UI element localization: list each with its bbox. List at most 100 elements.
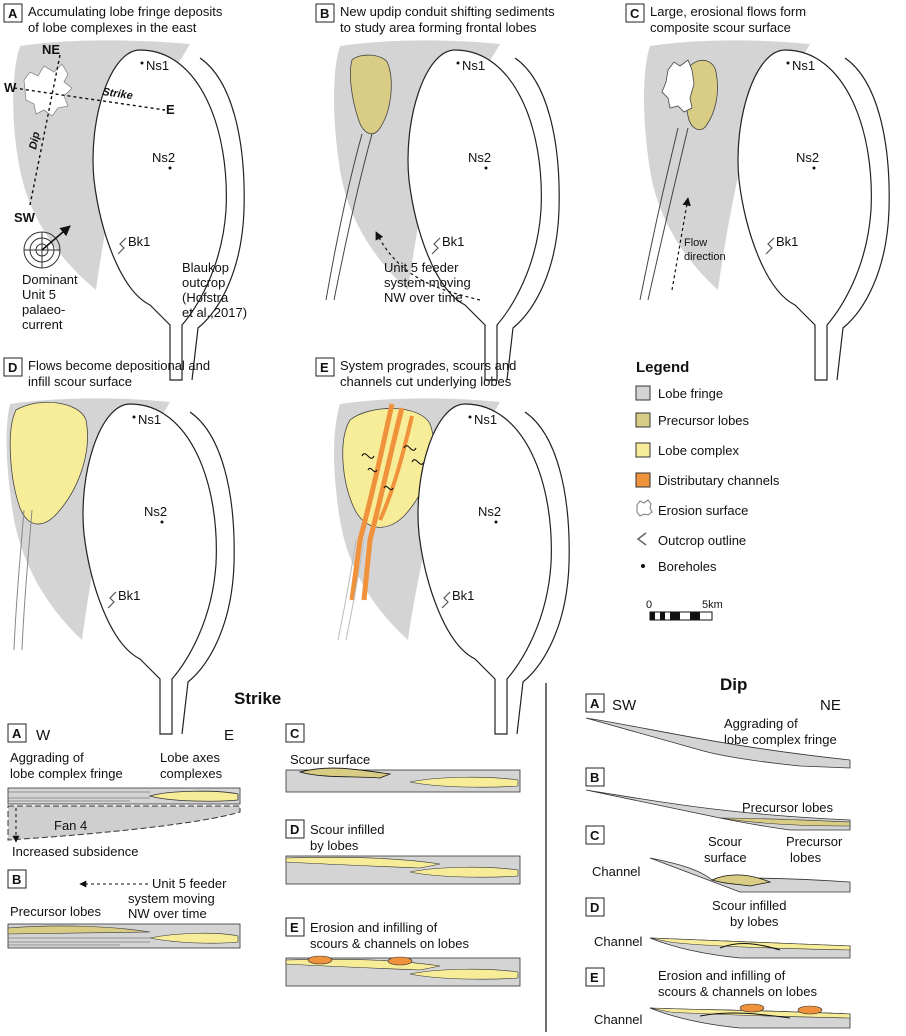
strike-c-letter-box xyxy=(285,723,305,743)
panel-c-letter: C xyxy=(630,6,640,21)
dip-c-scour-2: surface xyxy=(704,850,747,865)
panel-a: A Accumulating lobe fringe deposits of l… xyxy=(3,3,247,381)
rose-diagram xyxy=(23,225,71,269)
ns2-label: Ns2 xyxy=(152,150,175,165)
strike-a-axes-2: complexes xyxy=(160,766,223,781)
strike-b-letter-box xyxy=(7,869,27,889)
dip-c-scour-fill xyxy=(710,874,772,887)
panel-c-letter-box xyxy=(625,3,645,23)
ns2-borehole xyxy=(494,520,498,524)
strike-d-letter-box xyxy=(285,819,305,839)
basin-outline xyxy=(407,49,560,381)
feeder-label-3: NW over time xyxy=(384,290,463,305)
strike-a-subsidence: Increased subsidence xyxy=(12,844,138,859)
lobe-complex xyxy=(9,401,88,525)
strike-a-lobe-axes xyxy=(148,790,239,802)
feeder-channel xyxy=(337,539,365,641)
dip-c-scour-1: Scour xyxy=(708,834,743,849)
strike-e-label-1: Erosion and infilling of xyxy=(310,920,438,935)
legend-label-lobe-fringe: Lobe fringe xyxy=(658,386,723,401)
panel-b: B New updip conduit shifting sediments t… xyxy=(315,3,560,381)
legend: Legend Lobe fringe Precursor lobes Lobe … xyxy=(635,359,780,621)
bk1-label: Bk1 xyxy=(442,234,464,249)
ns1-label: Ns1 xyxy=(462,58,485,73)
outcrop-outline xyxy=(107,591,117,609)
dip-header: Dip xyxy=(720,675,747,694)
flow-label-2: direction xyxy=(684,251,726,263)
ns2-borehole xyxy=(812,166,816,170)
dip-c-precursor-1: Precursor xyxy=(786,834,843,849)
dip-b-precursor xyxy=(719,817,851,827)
bk1-label: Bk1 xyxy=(128,234,150,249)
dip-a-label-1: Aggrading of xyxy=(724,716,798,731)
strike-e-letter: E xyxy=(290,920,299,935)
dip-label: Dip xyxy=(27,131,42,151)
feeder-label-2: system moving xyxy=(384,275,471,290)
strike-d-letter: D xyxy=(290,822,299,837)
outcrop-outline xyxy=(117,237,127,255)
scale-start: 0 xyxy=(646,599,652,611)
flow-label-1: Flow xyxy=(684,237,707,249)
ns1-borehole xyxy=(786,61,790,65)
ns1-borehole xyxy=(132,415,136,419)
panel-e: E System progrades, scours and channels … xyxy=(315,357,570,735)
basin-outline xyxy=(82,403,235,735)
strike-header: Strike xyxy=(234,689,281,708)
strike-d-label-1: Scour infilled xyxy=(310,822,384,837)
erosion-surface-outline xyxy=(23,63,73,117)
panel-b-letter-box xyxy=(315,3,335,23)
outcrop-outline xyxy=(765,237,775,255)
legend-swatch-channels xyxy=(635,472,651,488)
legend-label-channels: Distributary channels xyxy=(658,473,780,488)
scale-bar: 0 5km xyxy=(646,599,723,621)
legend-label-outcrop: Outcrop outline xyxy=(658,533,746,548)
dip-e-letter: E xyxy=(590,970,599,985)
strike-b-beds xyxy=(8,937,150,946)
ns1-borehole xyxy=(456,61,460,65)
dip-d-channel: Channel xyxy=(594,934,643,949)
dip-c-letter: C xyxy=(590,828,600,843)
feeder-channel xyxy=(13,509,33,651)
dip-d-letter: D xyxy=(590,900,599,915)
ns1-label: Ns1 xyxy=(792,58,815,73)
dip-c-letter-box xyxy=(585,825,605,845)
bk1-label: Bk1 xyxy=(452,588,474,603)
dip-c-channel: Channel xyxy=(592,864,641,879)
panel-d-title-1: Flows become depositional and xyxy=(28,358,210,373)
distributary-channel-2 xyxy=(378,415,414,521)
bk1-label: Bk1 xyxy=(776,234,798,249)
strike-e-channel-1 xyxy=(307,955,333,965)
panel-d-letter-box xyxy=(3,357,23,377)
ns1-borehole xyxy=(140,61,144,65)
panel-b-title-2: to study area forming frontal lobes xyxy=(340,20,537,35)
feeder-arrow xyxy=(375,231,481,301)
ns1-label: Ns1 xyxy=(474,412,497,427)
legend-label-precursor: Precursor lobes xyxy=(658,413,750,428)
panel-a-title-2: of lobe complexes in the east xyxy=(28,20,197,35)
panel-a-letter-box xyxy=(3,3,23,23)
dip-e-scour-line xyxy=(699,1012,791,1019)
paleo-label-3: palaeo- xyxy=(22,302,65,317)
strike-b-feeder-3: NW over time xyxy=(128,906,207,921)
ns2-borehole xyxy=(484,166,488,170)
strike-label: Strike xyxy=(102,86,134,102)
dip-e-letter-box xyxy=(585,967,605,987)
dip-e-label-2: scours & channels on lobes xyxy=(658,984,817,999)
dip-d-scour-line xyxy=(719,943,781,951)
strike-a-e: E xyxy=(224,727,234,744)
compass-ne: NE xyxy=(42,42,60,57)
strike-a-aggrading-1: Aggrading of xyxy=(10,750,84,765)
panel-d-letter: D xyxy=(8,360,17,375)
strike-e-label-2: scours & channels on lobes xyxy=(310,936,469,951)
dip-e-channel-1 xyxy=(739,1003,765,1013)
strike-c-letter: C xyxy=(290,726,300,741)
strike-b-precursor: Precursor lobes xyxy=(10,904,102,919)
panel-c: C Large, erosional flows form composite … xyxy=(625,3,890,381)
strike-c-scour-surface xyxy=(298,767,392,779)
dip-e-lobe xyxy=(649,1007,851,1019)
dip-a-letter: A xyxy=(590,696,600,711)
legend-label-lobe-complex: Lobe complex xyxy=(658,443,739,458)
dip-a-section xyxy=(585,717,851,769)
bk1-label: Bk1 xyxy=(118,588,140,603)
